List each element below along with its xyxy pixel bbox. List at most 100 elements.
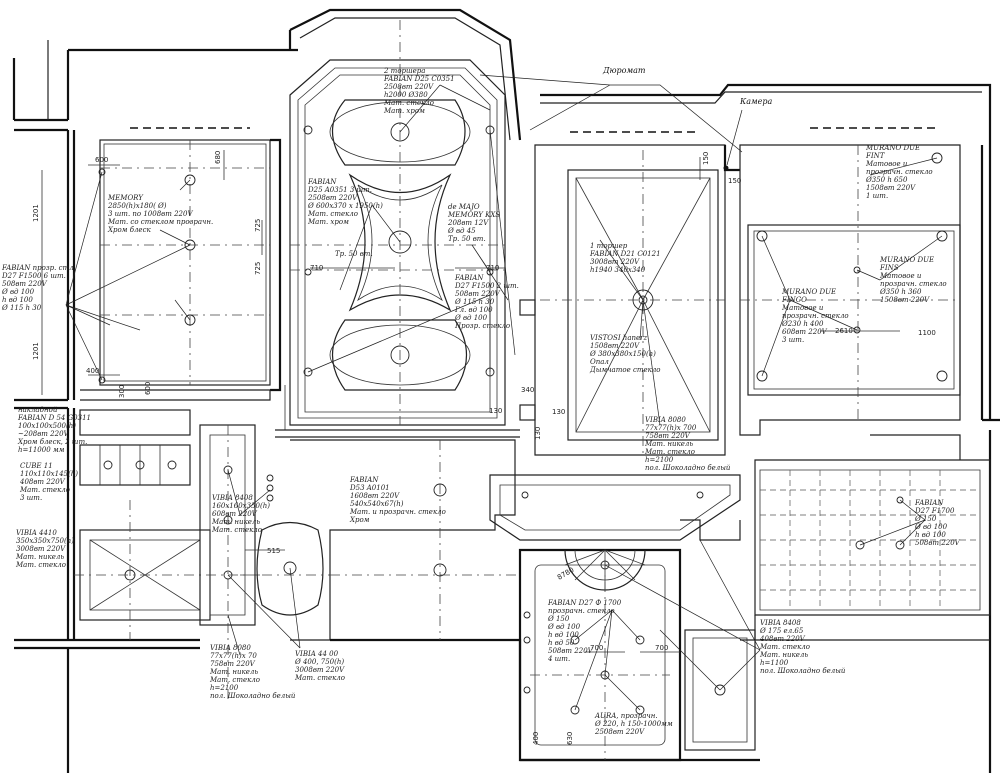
dimension-lines bbox=[41, 150, 900, 653]
svg-text:Мат. со стеклом прозрачн.: Мат. со стеклом прозрачн. bbox=[107, 218, 213, 226]
svg-text:540x540x67(h): 540x540x67(h) bbox=[350, 500, 404, 508]
svg-text:FINT: FINT bbox=[865, 152, 886, 160]
fabian-d21-room bbox=[519, 131, 740, 456]
svg-text:Ø вд 100: Ø вд 100 bbox=[547, 623, 581, 631]
svg-text:710: 710 bbox=[310, 264, 323, 272]
svg-text:8780: 8780 bbox=[556, 566, 575, 582]
memory-room bbox=[80, 127, 282, 401]
svg-text:Мат. никель: Мат. никель bbox=[644, 440, 693, 448]
svg-text:Хром: Хром bbox=[349, 516, 370, 524]
lower-left-rooms bbox=[74, 409, 330, 700]
svg-text:Ø350 h 650: Ø350 h 650 bbox=[865, 176, 908, 184]
svg-text:VIBIA 8080: VIBIA 8080 bbox=[210, 644, 251, 652]
svg-text:Мат. стекло: Мат. стекло bbox=[383, 99, 434, 107]
label-fabian-d53: FABIAN D53 A0101 1608вт 220V 540x540x67(… bbox=[349, 476, 446, 524]
svg-text:400: 400 bbox=[532, 732, 540, 745]
svg-text:MEMORY KXS: MEMORY KXS bbox=[447, 211, 500, 219]
lower-right-rooms bbox=[680, 434, 991, 751]
svg-text:508вт 220V: 508вт 220V bbox=[455, 290, 501, 298]
label-vibia8408a: VIBIA 8408 160x160x350(h) 608вт 220V Мат… bbox=[211, 494, 270, 534]
svg-text:100x100x500(h): 100x100x500(h) bbox=[18, 422, 76, 430]
svg-text:515: 515 bbox=[267, 547, 280, 555]
svg-text:408вт 220V: 408вт 220V bbox=[759, 635, 806, 643]
svg-text:758вт 220V: 758вт 220V bbox=[210, 660, 256, 668]
svg-text:D53 A0101: D53 A0101 bbox=[349, 484, 390, 492]
svg-text:Мат. хром: Мат. хром bbox=[383, 107, 425, 115]
svg-text:Ø вд 100: Ø вд 100 bbox=[454, 314, 488, 322]
label-memory: MEMORY 2850(h)x180( Ø) 3 шт. по 1008вт 2… bbox=[107, 194, 213, 234]
svg-text:Мат. никель: Мат. никель bbox=[15, 553, 64, 561]
label-fabian-d25-mid: FABIAN D25 A0351 3 шт. 2508вт 220V Ø 600… bbox=[307, 178, 383, 226]
label-demajo: de MAJO MEMORY KXS 208вт 12V Ø вд 45 Тр.… bbox=[447, 203, 500, 243]
svg-text:Ø вд 100: Ø вд 100 bbox=[1, 288, 35, 296]
svg-text:77x77(h)x 70: 77x77(h)x 70 bbox=[210, 652, 257, 660]
label-vibia4400: VIBIA 44 00 Ø 400, 750(h) 3008вт 220V Ма… bbox=[294, 650, 345, 682]
svg-text:408вт 220V: 408вт 220V bbox=[19, 478, 66, 486]
svg-text:FINS: FINS bbox=[879, 264, 899, 272]
svg-text:4 шт.: 4 шт. bbox=[547, 655, 570, 663]
svg-text:Матовое и: Матовое и bbox=[865, 160, 908, 168]
svg-text:Хром блеск: Хром блеск bbox=[107, 226, 152, 234]
svg-text:Ø 150: Ø 150 bbox=[547, 615, 570, 623]
label-vibia8080-left: VIBIA 8080 77x77(h)x 70 758вт 220V Мат. … bbox=[209, 644, 296, 700]
svg-text:Мат. стекло: Мат. стекло bbox=[211, 526, 262, 534]
svg-text:MURANO DUE: MURANO DUE bbox=[865, 144, 920, 152]
svg-text:2 торшера: 2 торшера bbox=[383, 67, 425, 75]
svg-text:710: 710 bbox=[486, 264, 499, 272]
svg-text:прозрачн. стекло: прозрачн. стекло bbox=[782, 312, 849, 320]
svg-text:508вт 220V: 508вт 220V bbox=[915, 539, 961, 547]
svg-text:FABIAN D25 C0351: FABIAN D25 C0351 bbox=[383, 75, 455, 83]
svg-text:Ø 600x370 x 1950(h): Ø 600x370 x 1950(h) bbox=[307, 202, 383, 210]
label-fabian-d54: накладной FABIAN D 54 G0311 100x100x500(… bbox=[17, 406, 91, 454]
center-room bbox=[275, 20, 520, 438]
svg-text:VIBIA 8408: VIBIA 8408 bbox=[760, 619, 801, 627]
svg-text:600: 600 bbox=[144, 382, 152, 395]
svg-text:VIBIA 44 00: VIBIA 44 00 bbox=[295, 650, 339, 658]
svg-text:VIBIA 8080: VIBIA 8080 bbox=[645, 416, 686, 424]
svg-text:h=11000 мм: h=11000 мм bbox=[18, 446, 65, 454]
svg-text:~208вт 220V: ~208вт 220V bbox=[18, 430, 70, 438]
label-fabian-d27-low: FABIAN D27 Ф 1700 прозрачн. стекло Ø 150… bbox=[547, 599, 622, 663]
svg-text:MEMORY: MEMORY bbox=[107, 194, 144, 202]
svg-text:h вд 50: h вд 50 bbox=[548, 639, 575, 647]
svg-text:300: 300 bbox=[118, 385, 126, 398]
svg-text:725: 725 bbox=[254, 262, 262, 275]
svg-text:Мат. стекло: Мат. стекло bbox=[759, 643, 810, 651]
svg-text:Мат. стекло: Мат. стекло bbox=[15, 561, 66, 569]
label-vibia8408b: VIBIA 8408 Ø 175 ел.65 408вт 220V Мат. с… bbox=[759, 619, 846, 675]
svg-text:D27 F1500 2 шт.: D27 F1500 2 шт. bbox=[454, 282, 519, 290]
svg-text:700: 700 bbox=[655, 644, 668, 652]
svg-text:MURANO DUE: MURANO DUE bbox=[781, 288, 836, 296]
svg-text:D25 A0351 3 шт.: D25 A0351 3 шт. bbox=[307, 186, 372, 194]
svg-text:Мат. никель: Мат. никель bbox=[759, 651, 808, 659]
svg-text:h вд 100: h вд 100 bbox=[548, 631, 579, 639]
svg-text:608вт 220V: 608вт 220V bbox=[782, 328, 828, 336]
svg-text:FINCO: FINCO bbox=[781, 296, 807, 304]
svg-text:680: 680 bbox=[214, 151, 222, 164]
svg-text:Мат. и прозрачн. стекло: Мат. и прозрачн. стекло bbox=[349, 508, 446, 516]
svg-text:Опал: Опал bbox=[590, 358, 609, 366]
svg-text:D27 F1700: D27 F1700 bbox=[914, 507, 955, 515]
svg-text:700: 700 bbox=[590, 644, 603, 652]
svg-text:1608вт 220V: 1608вт 220V bbox=[350, 492, 400, 500]
label-fabian-d21: 1 торшер FABIAN D21 C0121 3008вт 220V h1… bbox=[589, 242, 661, 274]
svg-text:VIBIA 8408: VIBIA 8408 bbox=[212, 494, 253, 502]
svg-text:508вт 220V: 508вт 220V bbox=[548, 647, 594, 655]
svg-text:110x110x145(h): 110x110x145(h) bbox=[20, 470, 78, 478]
svg-text:h вд 100: h вд 100 bbox=[915, 531, 946, 539]
svg-text:FABIAN: FABIAN bbox=[349, 476, 379, 484]
svg-text:150: 150 bbox=[702, 152, 710, 165]
svg-text:FABIAN: FABIAN bbox=[454, 274, 484, 282]
label-vistosi: VISTOSI hanerz 1508вт 220V Ø 380x380x150… bbox=[589, 334, 661, 374]
label-tr50: Тр. 50 вт. bbox=[335, 250, 373, 258]
murano-room bbox=[739, 127, 961, 436]
svg-text:608вт 220V: 608вт 220V bbox=[212, 510, 258, 518]
svg-text:Мат. стекло: Мат. стекло bbox=[209, 676, 260, 684]
arc-room bbox=[489, 474, 741, 762]
svg-text:150: 150 bbox=[728, 177, 741, 185]
label-aura: AURA, прозрачн. Ø 220, h 150-1000мм 2508… bbox=[594, 712, 673, 736]
label-fabian-left: FABIAN прозр. стл. D27 F1500 6 шт. 508вт… bbox=[1, 264, 76, 312]
svg-text:Ø230 h 400: Ø230 h 400 bbox=[781, 320, 824, 328]
svg-text:FABIAN: FABIAN bbox=[307, 178, 337, 186]
